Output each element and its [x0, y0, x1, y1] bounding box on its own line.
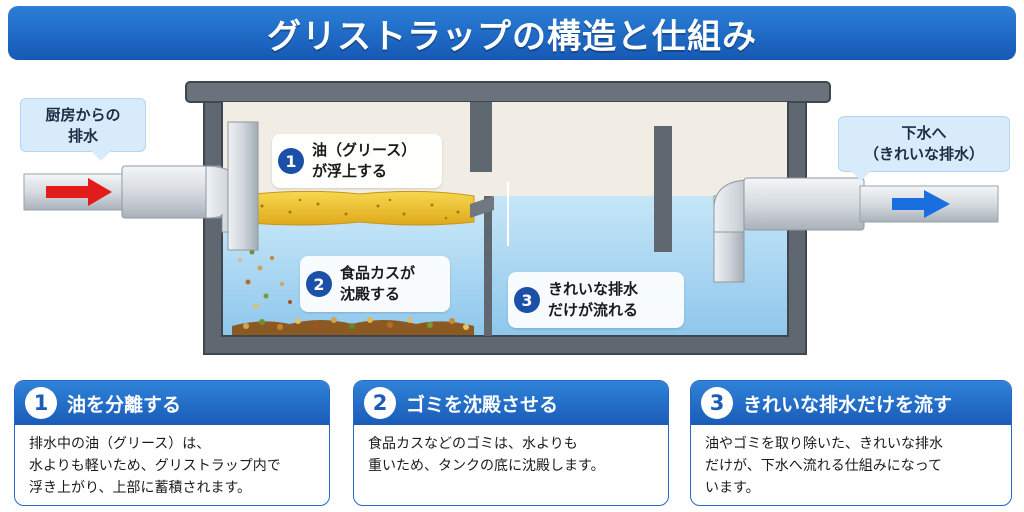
- sediment-particles: [243, 317, 469, 330]
- inlet-drop-pipe: [227, 121, 259, 251]
- inlet-arrow-icon: [46, 178, 112, 206]
- outlet-callout-line1: 下水へ: [901, 124, 947, 142]
- grease-specks: [260, 198, 460, 220]
- explanation-card-oil: 1 油を分離する 排水中の油（グリース）は、 水よりも軽いため、グリストラップ内…: [14, 380, 330, 506]
- card-body-line: 油やゴミを取り除いた、きれいな排水: [705, 436, 943, 452]
- grease-float-label: 1 油（グリース） が浮上する: [272, 134, 442, 188]
- sediment-label: 2 食品カスが 沈殿する: [300, 256, 450, 312]
- inlet-callout-line2: 排水: [67, 127, 98, 145]
- card-body-line: 食品カスなどのゴミは、水よりも: [368, 436, 578, 452]
- step-number-badge: 1: [278, 148, 304, 174]
- card-title: 油を分離する: [67, 393, 182, 416]
- card-number-badge: 3: [701, 387, 733, 419]
- tank-lid: [185, 81, 831, 103]
- step-number-badge: 3: [514, 287, 540, 313]
- clean-water-label-line2: だけが流れる: [548, 301, 639, 319]
- grease-float-label-line1: 油（グリース）: [312, 141, 417, 159]
- outlet-callout: 下水へ （きれいな排水）: [838, 116, 1010, 181]
- outlet-callout-line2: （きれいな排水）: [863, 145, 984, 163]
- grease-float-label-line2: が浮上する: [312, 162, 388, 180]
- sediment-label-line1: 食品カスが: [340, 264, 416, 282]
- card-body-line: 水よりも軽いため、グリストラップ内で: [29, 458, 281, 474]
- grease-layer: [237, 190, 475, 226]
- card-body-line: 浮き上がり、上部に蓄積されます。: [29, 480, 252, 496]
- center-partition: [484, 196, 492, 336]
- step-number-badge: 2: [306, 271, 332, 297]
- title-banner: グリストラップの構造と仕組み: [8, 6, 1016, 60]
- sediment-label-line2: 沈殿する: [340, 285, 401, 303]
- card-body-line: だけが、下水へ流れる仕組みになって: [705, 458, 943, 474]
- inlet-callout-line1: 厨房からの: [45, 106, 121, 124]
- explanation-card-sediment: 2 ゴミを沈殿させる 食品カスなどのゴミは、水よりも 重いため、タンクの底に沈殿…: [353, 380, 669, 506]
- card-body: 排水中の油（グリース）は、 水よりも軽いため、グリストラップ内で 浮き上がり、上…: [15, 425, 329, 505]
- card-title: ゴミを沈殿させる: [406, 393, 559, 416]
- right-baffle: [654, 126, 672, 252]
- card-header: 1 油を分離する: [15, 381, 329, 425]
- callout-tail: [851, 171, 871, 181]
- inlet-callout: 厨房からの 排水: [20, 98, 146, 161]
- callout-tail: [91, 151, 111, 161]
- card-body: 油やゴミを取り除いた、きれいな排水 だけが、下水へ流れる仕組みになって います。: [691, 425, 1011, 505]
- partition-overflow-lip: [470, 196, 494, 218]
- card-title: きれいな排水だけを流す: [743, 393, 953, 416]
- card-header: 3 きれいな排水だけを流す: [691, 381, 1011, 425]
- clean-water-label: 3 きれいな排水 だけが流れる: [508, 272, 684, 328]
- explanation-card-clean-water: 3 きれいな排水だけを流す 油やゴミを取り除いた、きれいな排水 だけが、下水へ流…: [690, 380, 1012, 506]
- card-body-line: 重いため、タンクの底に沈殿します。: [368, 458, 605, 474]
- top-baffle: [470, 102, 492, 172]
- outlet-pipe-collar: [743, 177, 865, 231]
- outlet-arrow-icon: [892, 190, 950, 218]
- card-body-line: います。: [705, 480, 760, 496]
- card-body: 食品カスなどのゴミは、水よりも 重いため、タンクの底に沈殿します。: [354, 425, 668, 485]
- falling-food-particles: [238, 235, 292, 309]
- card-body-line: 排水中の油（グリース）は、: [29, 436, 211, 452]
- card-number-badge: 1: [25, 387, 57, 419]
- card-header: 2 ゴミを沈殿させる: [354, 381, 668, 425]
- card-number-badge: 2: [364, 387, 396, 419]
- page-title: グリストラップの構造と仕組み: [267, 16, 757, 57]
- clean-water-label-line1: きれいな排水: [548, 280, 639, 298]
